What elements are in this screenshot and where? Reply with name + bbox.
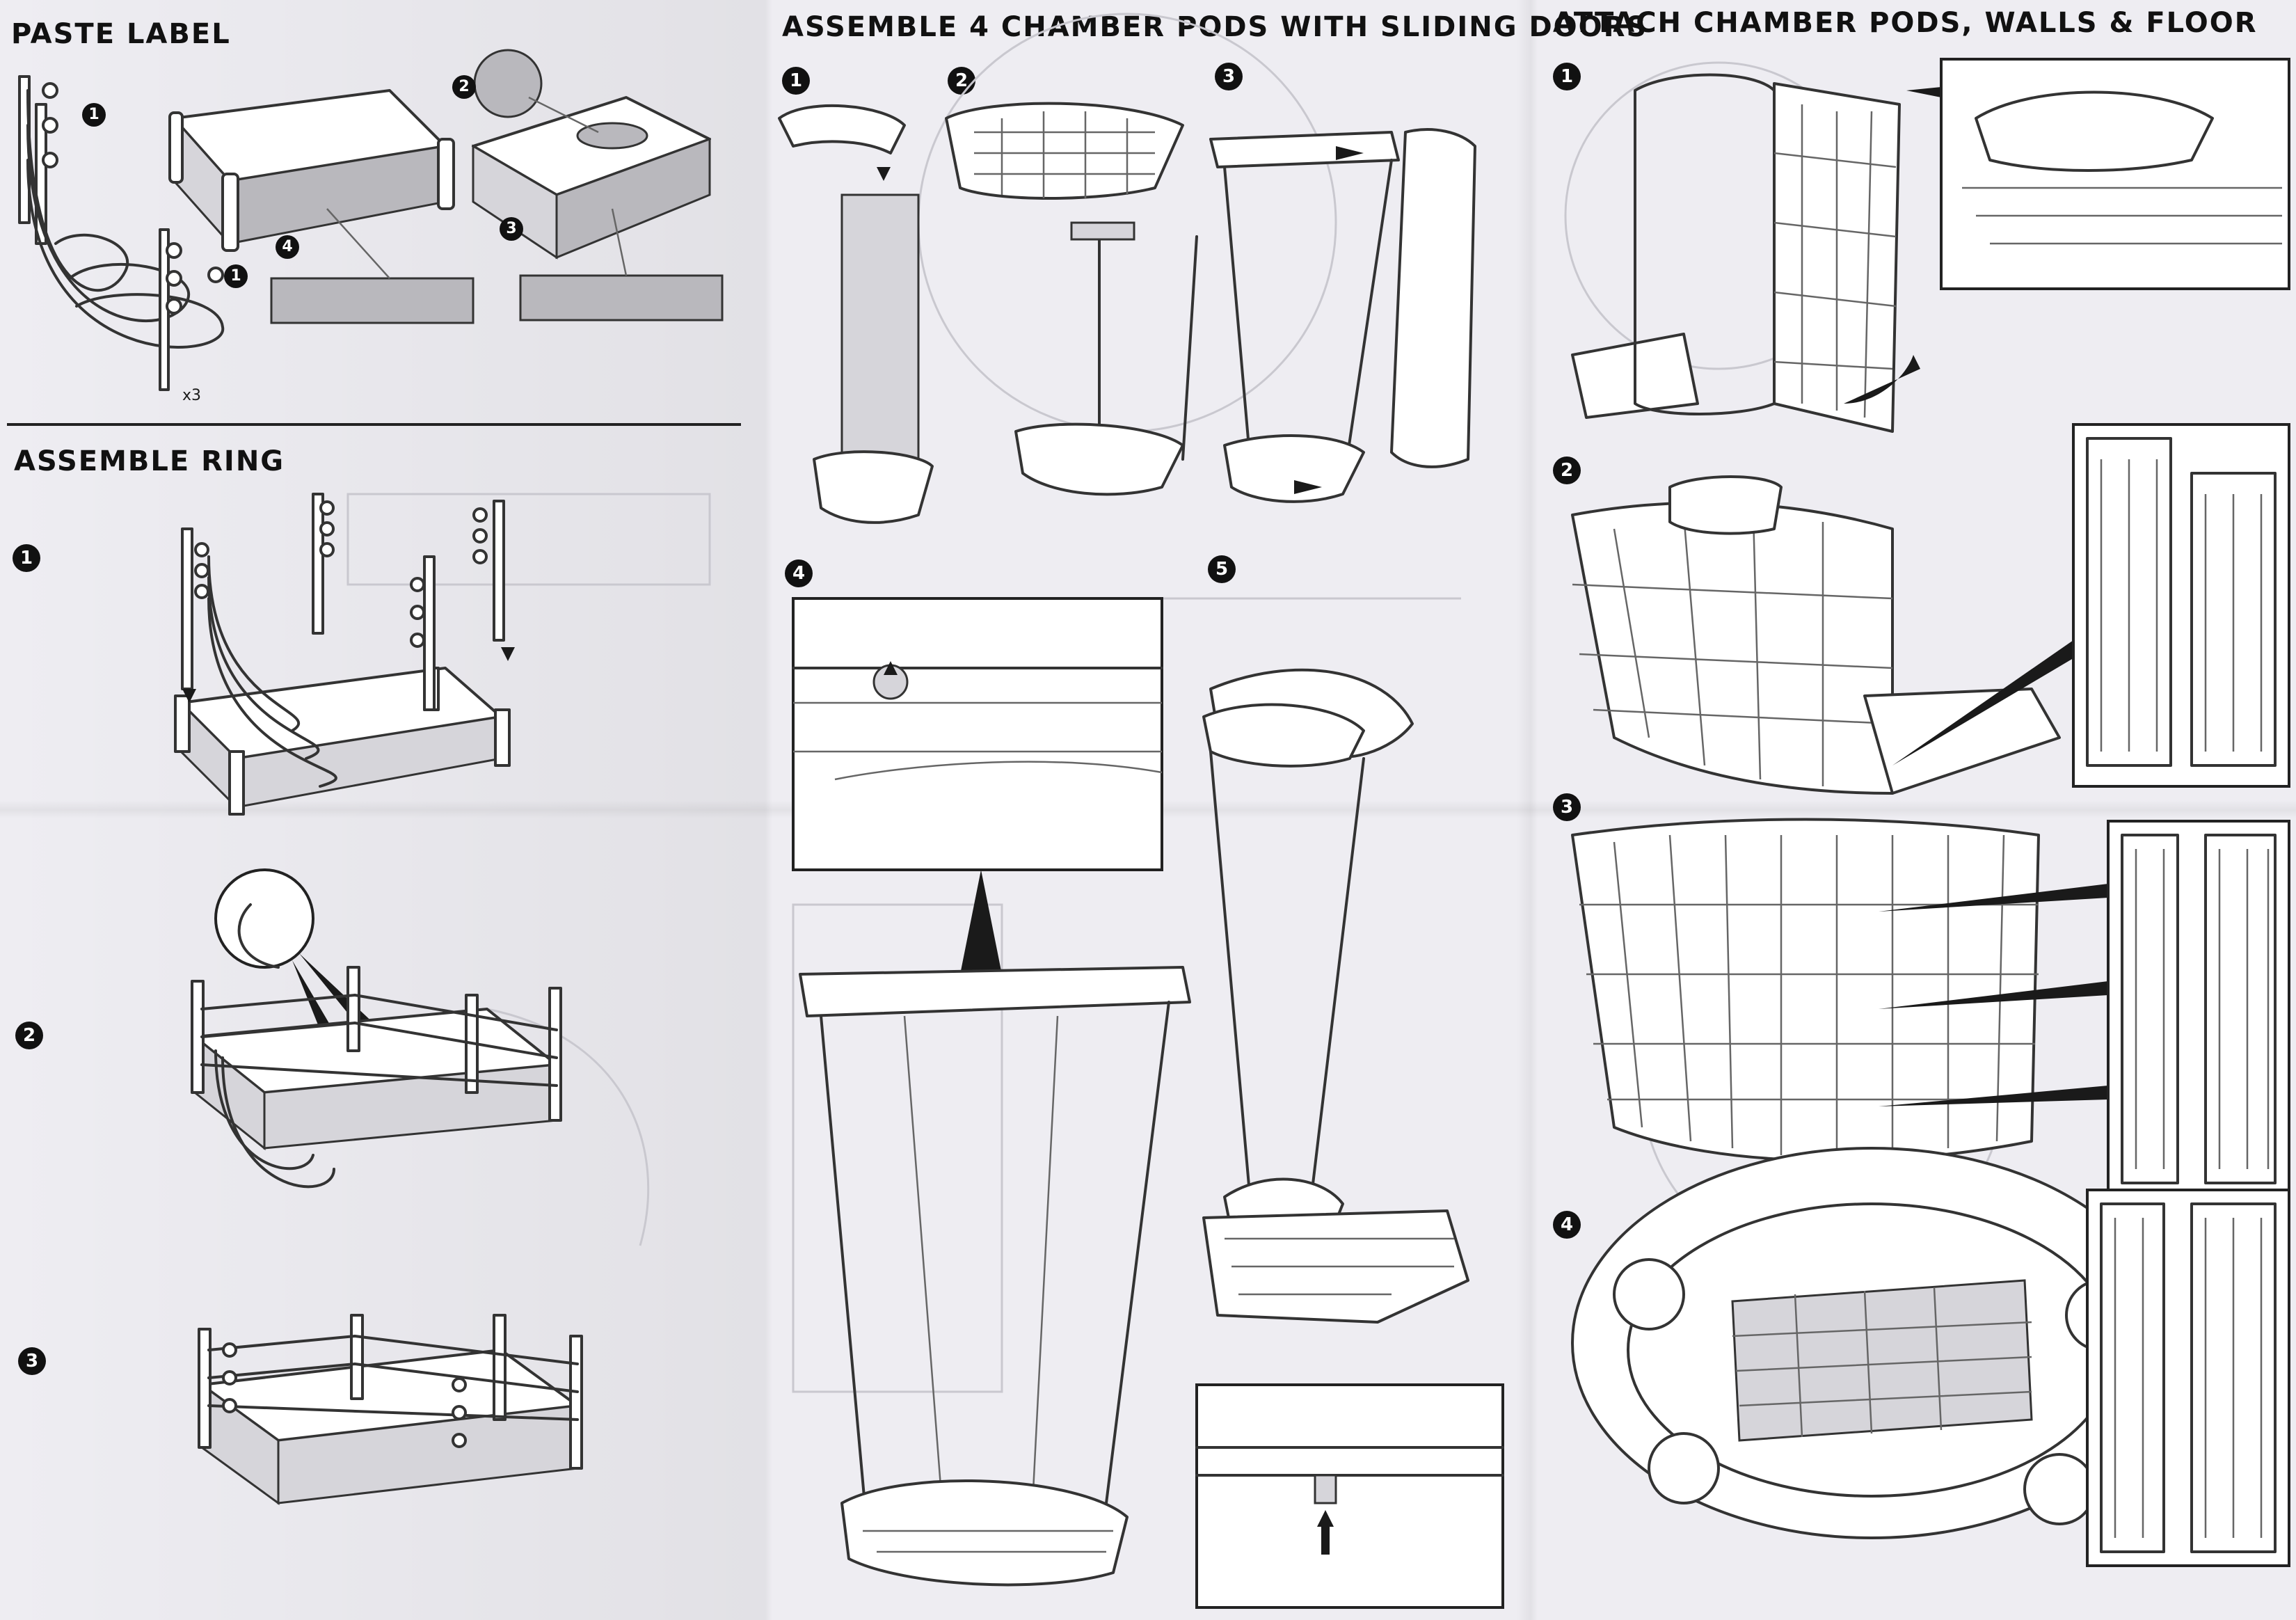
callout-1: 1 bbox=[82, 103, 106, 127]
ring-step-3: 3 bbox=[18, 1347, 46, 1375]
attach-step-1: 1 bbox=[1553, 63, 1581, 90]
paste-label-illustration bbox=[18, 49, 724, 391]
chamber-pods-illustrations bbox=[778, 13, 1504, 1609]
pod-step-1: 1 bbox=[782, 67, 810, 95]
chamber-pods-heading: ASSEMBLE 4 CHAMBER PODS WITH SLIDING DOO… bbox=[782, 11, 1648, 43]
quantity-label: x3 bbox=[182, 387, 202, 404]
callout-1: 1 bbox=[224, 264, 248, 288]
pod-step-4: 4 bbox=[785, 559, 813, 587]
callout-4: 4 bbox=[276, 235, 299, 259]
pod-step-5: 5 bbox=[1208, 555, 1236, 583]
assemble-ring-illustrations bbox=[174, 493, 711, 1505]
attach-heading: ATTACH CHAMBER PODS, WALLS & FLOOR bbox=[1553, 7, 2258, 39]
section-divider bbox=[7, 423, 741, 426]
attach-step-2: 2 bbox=[1553, 456, 1581, 484]
callout-2: 2 bbox=[452, 75, 476, 99]
pod-step-2: 2 bbox=[948, 67, 975, 95]
attach-step-3: 3 bbox=[1553, 793, 1581, 821]
ring-step-1: 1 bbox=[13, 544, 40, 572]
assemble-ring-heading: ASSEMBLE RING bbox=[14, 445, 285, 477]
attach-step-4: 4 bbox=[1553, 1211, 1581, 1239]
attach-illustrations bbox=[1564, 58, 2290, 1567]
callout-3: 3 bbox=[500, 217, 523, 241]
ring-step-2: 2 bbox=[15, 1022, 43, 1049]
paste-label-heading: PASTE LABEL bbox=[11, 18, 231, 50]
pod-step-3: 3 bbox=[1215, 63, 1243, 90]
